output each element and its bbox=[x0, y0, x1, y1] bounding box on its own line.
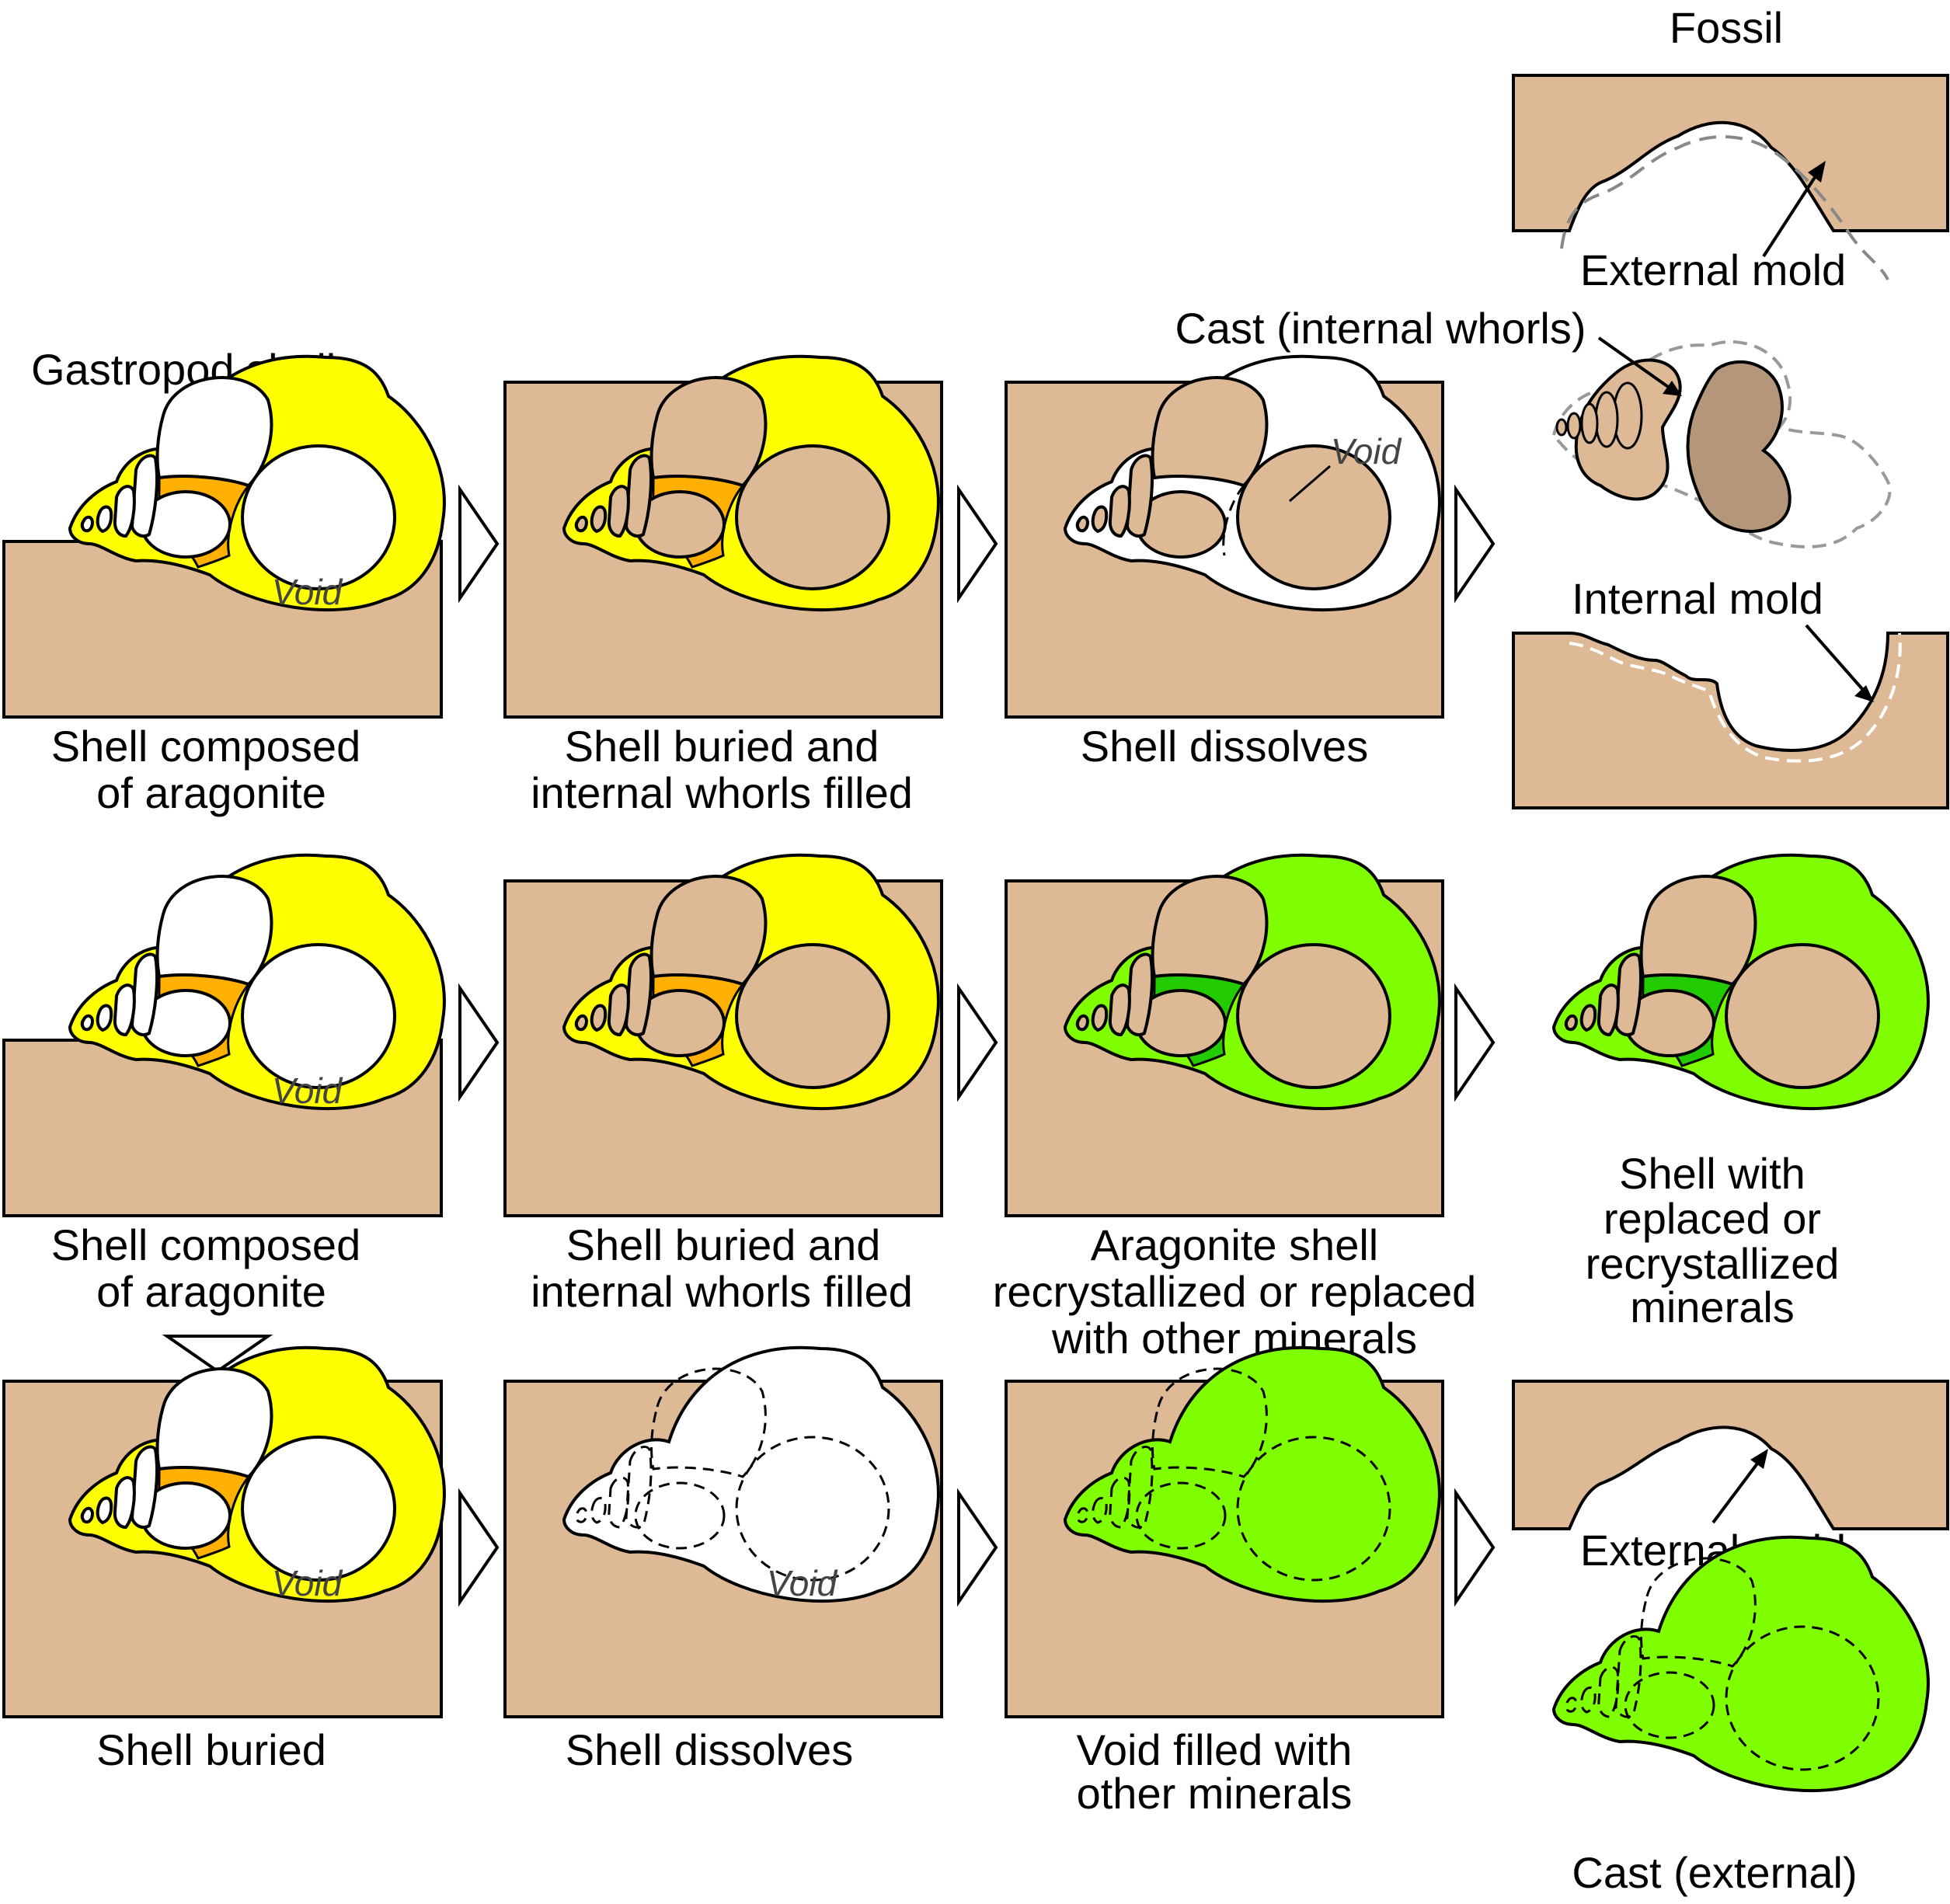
external-mold-label: External mold bbox=[1580, 245, 1846, 294]
panel-caption: Shell dissolves bbox=[566, 1725, 853, 1774]
arrow-right-icon bbox=[957, 1492, 998, 1603]
panel-caption-line1: Aragonite shell bbox=[1091, 1220, 1378, 1269]
arrow-right-icon bbox=[957, 488, 998, 600]
panel-caption-line2: internal whorls filled bbox=[531, 1267, 913, 1316]
gastropod-shell-dissolved bbox=[1064, 354, 1441, 612]
panel-caption-line1: Shell buried and bbox=[566, 1220, 881, 1269]
void-label: Void bbox=[767, 1563, 838, 1603]
arrow-right-icon bbox=[1454, 987, 1495, 1098]
fossil-caption-line3: recrystallized bbox=[1586, 1239, 1840, 1288]
void-label: Void bbox=[272, 1563, 343, 1603]
void-label: Void bbox=[272, 572, 343, 612]
row2-fossil: Shell with replaced or recrystallized mi… bbox=[1552, 853, 1930, 1331]
void-leader-line bbox=[1289, 465, 1331, 503]
row1-fossil-internal-mold: Internal mold bbox=[1512, 574, 1949, 809]
void-label: Void bbox=[272, 1070, 343, 1111]
panel-caption-line2: of aragonite bbox=[96, 768, 326, 817]
arrow-right-icon bbox=[1454, 488, 1495, 600]
row1-fossil-cast: Cast (internal whorls) bbox=[1175, 304, 1892, 548]
row3-fossil-external-mold: External mold bbox=[1512, 1380, 1949, 1575]
row2-panel2: Shell buried and internal whorls filled bbox=[503, 853, 943, 1316]
panel-caption-line2: recrystallized or replaced bbox=[993, 1267, 1476, 1316]
fossil-heading: Fossil bbox=[1670, 3, 1783, 52]
panel-caption: Shell buried bbox=[96, 1725, 326, 1774]
panel-caption-line1: Shell buried and bbox=[565, 722, 879, 771]
panel-caption-line1: Shell composed bbox=[51, 1220, 360, 1269]
row2-panel1: Void Shell composed of aragonite bbox=[2, 853, 446, 1316]
fossil-caption-line1: Shell with bbox=[1619, 1149, 1805, 1198]
fossil-shell-replaced bbox=[1552, 853, 1930, 1111]
void-label: Void bbox=[1331, 431, 1402, 472]
row3-panel2: Void Shell dissolves bbox=[503, 1345, 943, 1774]
arrow-right-icon bbox=[458, 987, 499, 1098]
arrow-down-icon bbox=[162, 1335, 273, 1373]
arrow-right-icon bbox=[957, 987, 998, 1098]
panel-caption-line1: Shell composed bbox=[51, 722, 360, 771]
panel-caption-line2: other minerals bbox=[1077, 1769, 1353, 1818]
fossil-cast-external bbox=[1552, 1535, 1930, 1793]
row1-panel2: Shell buried and internal whorls filled bbox=[503, 354, 943, 817]
panel-caption-line2: of aragonite bbox=[96, 1267, 326, 1316]
cast-label: Cast (internal whorls) bbox=[1175, 304, 1586, 353]
arrow-right-icon bbox=[1454, 1492, 1495, 1603]
panel-caption-line2: internal whorls filled bbox=[531, 768, 913, 817]
arrow-right-icon bbox=[458, 1492, 499, 1603]
panel-caption-line3: with other minerals bbox=[1051, 1314, 1417, 1363]
cast-label: Cast (external) bbox=[1572, 1848, 1857, 1897]
arrow-right-icon bbox=[458, 488, 499, 600]
fossil-caption-line2: replaced or bbox=[1604, 1194, 1821, 1243]
row1-panel3: Void Shell dissolves bbox=[1005, 354, 1444, 771]
row3-panel3: Void filled with other minerals bbox=[1005, 1345, 1444, 1818]
panel-caption: Shell dissolves bbox=[1081, 722, 1368, 771]
row2-panel3: Aragonite shell recrystallized or replac… bbox=[993, 853, 1476, 1363]
fossil-caption-line4: minerals bbox=[1630, 1283, 1795, 1331]
internal-mold-label: Internal mold bbox=[1572, 574, 1823, 623]
panel-caption-line1: Void filled with bbox=[1077, 1725, 1353, 1774]
row1-panel1: Void Shell composed of aragonite bbox=[2, 354, 446, 817]
row1-fossil-external-mold: External mold bbox=[1512, 74, 1949, 294]
row3-fossil-cast: Cast (external) bbox=[1552, 1535, 1930, 1897]
row3-panel1: Void Shell buried bbox=[2, 1345, 446, 1774]
